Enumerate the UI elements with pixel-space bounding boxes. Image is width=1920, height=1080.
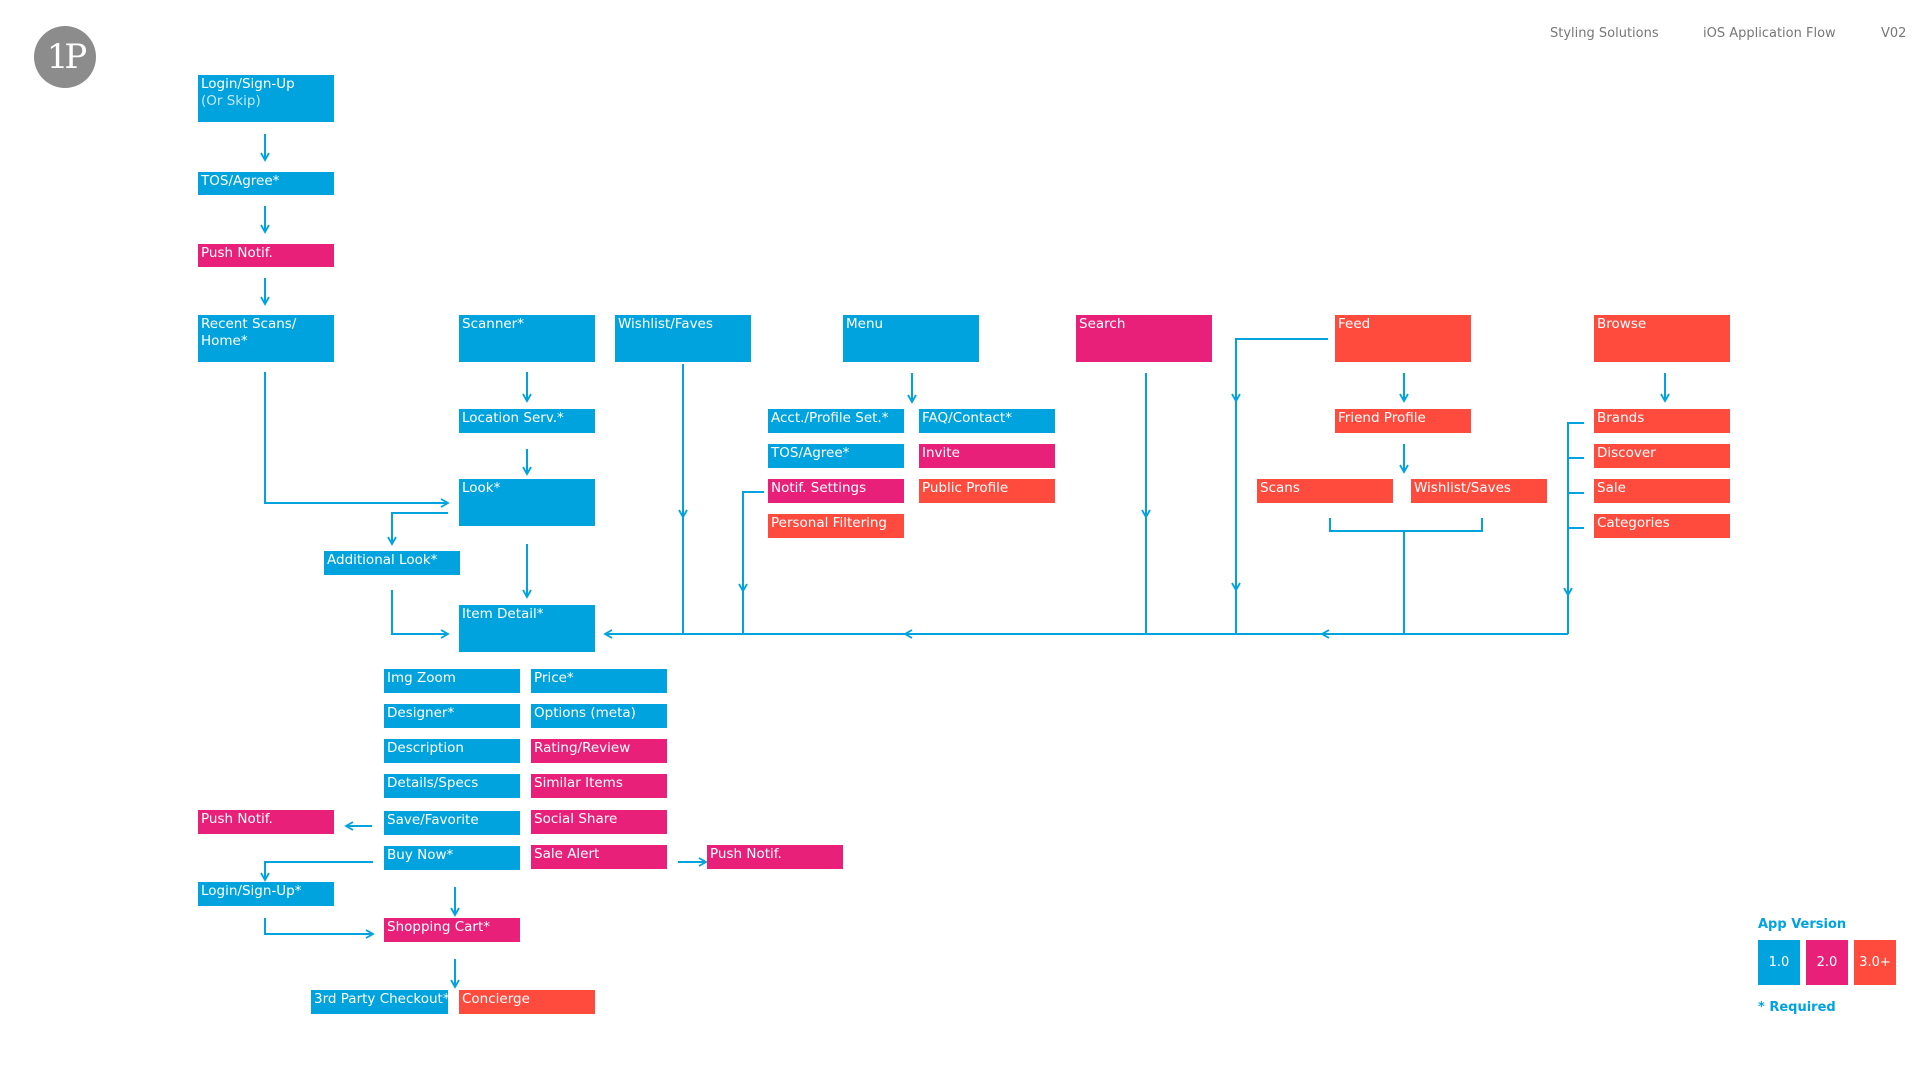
node-scanner[interactable]: Scanner* (459, 315, 595, 362)
legend-version-2: 2.0 (1806, 940, 1848, 985)
node-social-share[interactable]: Social Share (531, 810, 667, 834)
node-login[interactable]: Login/Sign-Up (Or Skip) (198, 75, 334, 122)
node-options-meta[interactable]: Options (meta) (531, 704, 667, 728)
node-login-label: Login/Sign-Up (201, 76, 295, 92)
arrow-buy-login (260, 861, 373, 882)
node-details-specs[interactable]: Details/Specs (384, 774, 520, 798)
node-buy-now[interactable]: Buy Now* (384, 846, 520, 870)
node-tos[interactable]: TOS/Agree* (198, 172, 334, 195)
legend-version-3: 3.0+ (1854, 940, 1896, 985)
node-menu[interactable]: Menu (843, 315, 979, 362)
node-login-signup-required[interactable]: Login/Sign-Up* (198, 882, 334, 906)
arrow-home-look (264, 372, 450, 508)
arrow-feed-left (1231, 338, 1328, 403)
node-look[interactable]: Look* (459, 479, 595, 526)
node-categories[interactable]: Categories (1594, 514, 1730, 538)
legend-title: App Version (1758, 917, 1847, 932)
node-additional-look[interactable]: Additional Look* (324, 551, 460, 575)
header-document-title: iOS Application Flow (1703, 26, 1836, 41)
node-item-detail[interactable]: Item Detail* (459, 605, 595, 652)
arrow-look-additional (387, 512, 448, 546)
node-invite[interactable]: Invite (919, 444, 1055, 468)
node-discover[interactable]: Discover (1594, 444, 1730, 468)
bracket-scans-wishlist (1329, 518, 1483, 532)
node-shopping-cart[interactable]: Shopping Cart* (384, 918, 520, 942)
node-similar-items[interactable]: Similar Items (531, 774, 667, 798)
node-wishlist-saves[interactable]: Wishlist/Saves (1411, 479, 1547, 503)
node-designer[interactable]: Designer* (384, 704, 520, 728)
node-brands[interactable]: Brands (1594, 409, 1730, 433)
node-price[interactable]: Price* (531, 669, 667, 693)
header-company: Styling Solutions (1550, 26, 1659, 41)
node-feed[interactable]: Feed (1335, 315, 1471, 362)
arrow-additional-item (391, 590, 450, 639)
node-acct-profile[interactable]: Acct./Profile Set.* (768, 409, 904, 433)
brand-logo: 1P (34, 26, 96, 88)
node-location-serv[interactable]: Location Serv.* (459, 409, 595, 433)
node-notif-settings[interactable]: Notif. Settings (768, 479, 904, 503)
legend-required-note: * Required (1758, 1000, 1836, 1015)
node-public-profile[interactable]: Public Profile (919, 479, 1055, 503)
node-wishlist-faves[interactable]: Wishlist/Faves (615, 315, 751, 362)
node-sale[interactable]: Sale (1594, 479, 1730, 503)
node-personal-filtering[interactable]: Personal Filtering (768, 514, 904, 538)
node-login-sublabel: (Or Skip) (201, 93, 261, 109)
node-menu-tos[interactable]: TOS/Agree* (768, 444, 904, 468)
node-sale-alert[interactable]: Sale Alert (531, 845, 667, 869)
node-recent-scans[interactable]: Recent Scans/ Home* (198, 315, 334, 362)
legend-version-1: 1.0 (1758, 940, 1800, 985)
node-push-notif-left[interactable]: Push Notif. (198, 810, 334, 834)
node-description[interactable]: Description (384, 739, 520, 763)
node-concierge[interactable]: Concierge (459, 990, 595, 1014)
node-scans[interactable]: Scans (1257, 479, 1393, 503)
arrow-login-cart (264, 918, 375, 939)
logo-text: 1P (46, 37, 87, 77)
node-push-notif-right[interactable]: Push Notif. (707, 845, 843, 869)
node-friend-profile[interactable]: Friend Profile (1335, 409, 1471, 433)
node-faq-contact[interactable]: FAQ/Contact* (919, 409, 1055, 433)
arrow-notif-item (738, 491, 764, 593)
node-search[interactable]: Search (1076, 315, 1212, 362)
header-version: V02 (1881, 26, 1907, 41)
node-img-zoom[interactable]: Img Zoom (384, 669, 520, 693)
node-save-favorite[interactable]: Save/Favorite (384, 811, 520, 835)
node-browse[interactable]: Browse (1594, 315, 1730, 362)
node-rating-review[interactable]: Rating/Review (531, 739, 667, 763)
node-third-party-checkout[interactable]: 3rd Party Checkout* (311, 990, 450, 1014)
node-push-notif-top[interactable]: Push Notif. (198, 244, 334, 267)
